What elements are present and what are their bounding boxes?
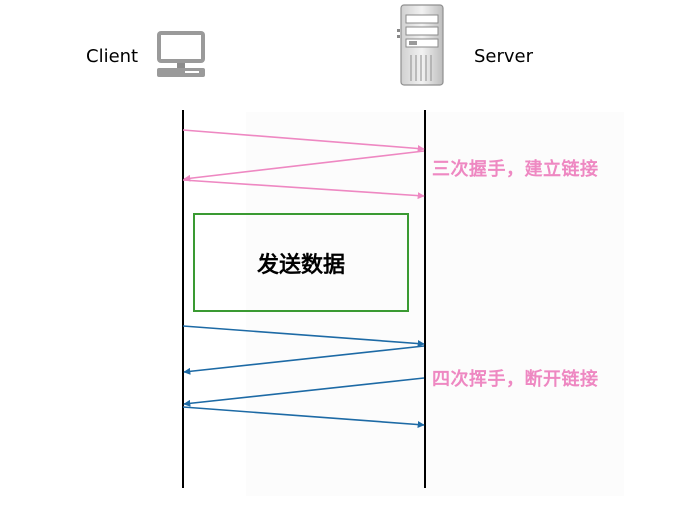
fin-arrow <box>182 325 425 348</box>
ack-fin-arrow <box>183 345 425 375</box>
wave-label: 四次挥手，断开链接 <box>432 369 599 390</box>
server-lifeline <box>424 110 426 488</box>
handshake-label: 三次握手，建立链接 <box>432 159 599 180</box>
data-transfer-box: 发送数据 <box>193 213 409 312</box>
server-icon <box>397 4 444 86</box>
syn-arrow <box>182 129 425 152</box>
server-fin-arrow <box>183 377 425 407</box>
diagram-background <box>246 112 624 496</box>
ack-arrow <box>182 179 425 200</box>
server-label: Server <box>474 46 534 67</box>
client-label: Client <box>86 46 139 67</box>
final-ack-arrow <box>182 406 425 429</box>
data-transfer-label: 发送数据 <box>256 252 345 278</box>
client-lifeline <box>182 110 184 488</box>
computer-icon <box>157 31 205 77</box>
syn-ack-arrow <box>183 150 425 182</box>
